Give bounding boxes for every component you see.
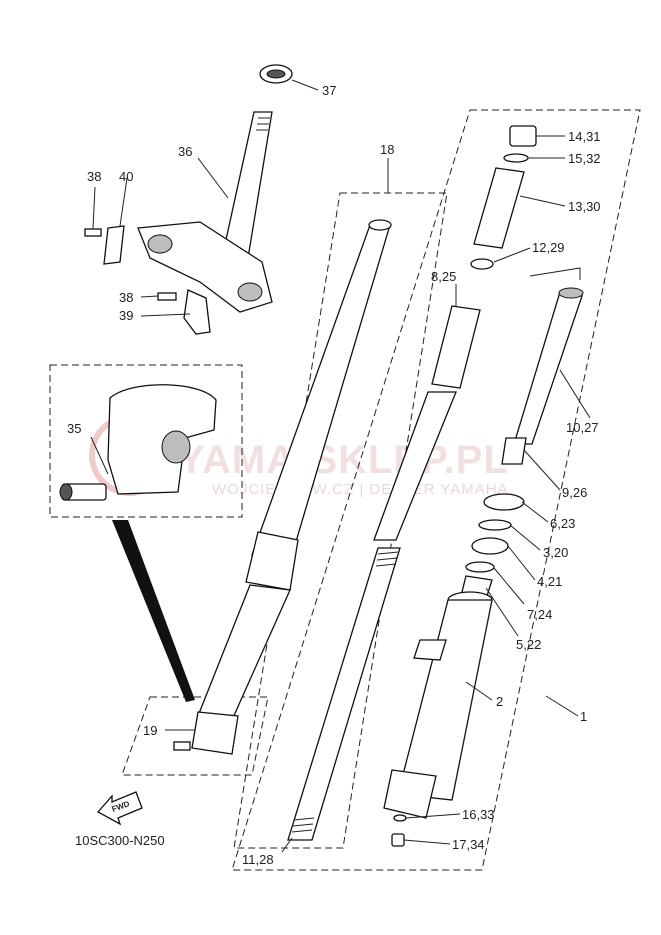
callout-17-34: 17,34 <box>452 837 485 852</box>
cap-bolt-14 <box>509 125 537 147</box>
washer-7 <box>465 561 495 573</box>
callout-38-bottom: 38 <box>119 290 133 305</box>
callout-labels: 37 36 38 40 38 39 35 19 18 14,31 15,32 1… <box>67 83 601 867</box>
bolt-38a <box>84 228 102 237</box>
callout-15-32: 15,32 <box>568 151 601 166</box>
inset-pointer <box>112 520 195 702</box>
callout-8-25: 8,25 <box>431 269 456 284</box>
spring-assembly <box>287 305 481 841</box>
o-ring-15 <box>503 153 529 163</box>
callout-10-27: 10,27 <box>566 420 599 435</box>
spacer-13 <box>473 167 525 249</box>
diagram-code: 10SC300-N250 <box>75 833 165 848</box>
detail-inset <box>59 384 217 501</box>
leader-lines <box>90 79 591 853</box>
callout-12-29: 12,29 <box>532 240 565 255</box>
outer-tube-18 <box>173 219 392 755</box>
watermark-brand: YAMA-SKLEP.PL <box>178 438 509 482</box>
slide-9 <box>501 437 527 465</box>
bolt-38b <box>157 292 177 301</box>
inner-fork-assembly-box <box>231 109 641 871</box>
washer-12 <box>470 258 494 270</box>
washer-16 <box>393 814 407 822</box>
callout-9-26: 9,26 <box>562 485 587 500</box>
callout-35: 35 <box>67 421 81 436</box>
callout-11-28: 11,28 <box>242 852 274 867</box>
callout-19: 19 <box>143 723 157 738</box>
callout-37: 37 <box>322 83 336 98</box>
callout-1: 1 <box>580 709 587 724</box>
callout-39: 39 <box>119 308 133 323</box>
callout-38-top: 38 <box>87 169 101 184</box>
callout-5-22: 5,22 <box>516 637 541 652</box>
callout-3-20: 3,20 <box>543 545 568 560</box>
callout-18: 18 <box>380 142 394 157</box>
steering-stem-36 <box>221 111 273 259</box>
bolt-17 <box>391 833 405 847</box>
damper-rod <box>373 391 457 541</box>
inner-parts <box>457 125 584 613</box>
steering-assembly <box>84 64 293 335</box>
clip-3 <box>478 519 512 531</box>
bracket-39 <box>183 289 211 335</box>
seal-6 <box>483 493 525 511</box>
fwd-arrow: FWD <box>96 791 143 826</box>
callout-40: 40 <box>119 169 133 184</box>
watermark-subline: WOJCIECHOW.CZ | DEALER YAMAHA <box>212 481 509 498</box>
callout-6-23: 6,23 <box>550 516 575 531</box>
callout-16-33: 16,33 <box>462 807 495 822</box>
callout-7-24: 7,24 <box>527 607 552 622</box>
fork-spring-11 <box>287 547 401 841</box>
detail-inset-box <box>49 364 243 518</box>
callout-13-30: 13,30 <box>568 199 601 214</box>
callout-36: 36 <box>178 144 192 159</box>
bracket-40 <box>103 225 125 265</box>
callout-4-21: 4,21 <box>537 574 562 589</box>
callout-14-31: 14,31 <box>568 129 601 144</box>
collar-8 <box>431 305 481 389</box>
bolt-19 <box>173 741 191 751</box>
lower-fork-2 <box>383 591 493 847</box>
oil-seal-4 <box>471 537 509 555</box>
callout-2: 2 <box>496 694 503 709</box>
